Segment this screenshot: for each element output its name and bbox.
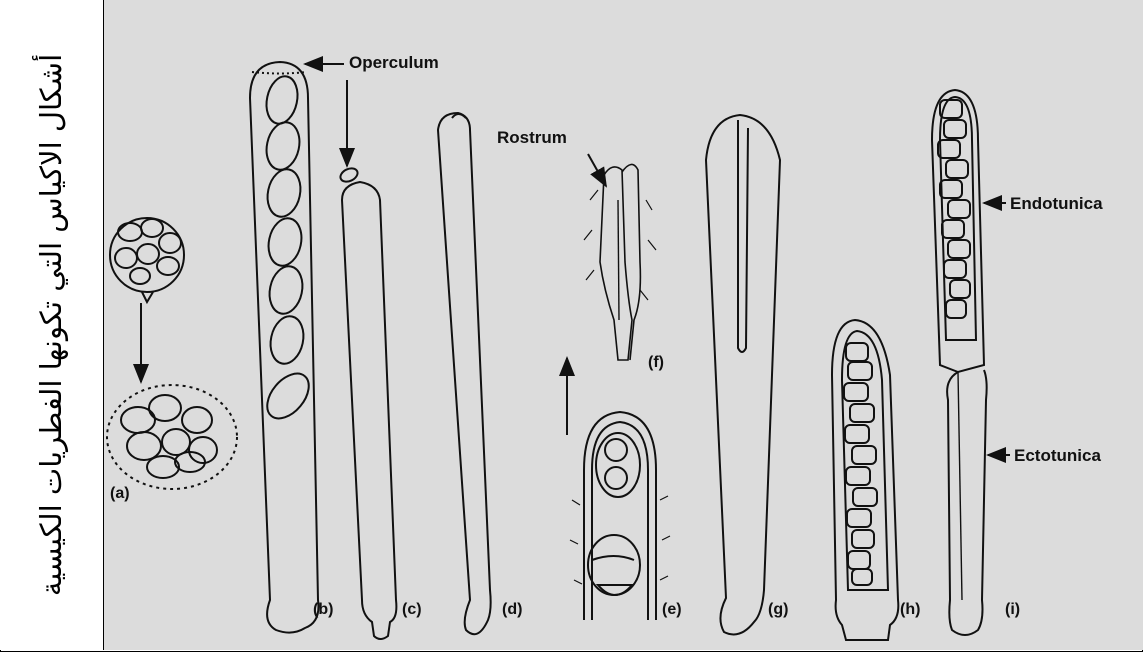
rostrum-label: Rostrum (497, 128, 567, 147)
panel-label-e: (e) (662, 601, 682, 618)
ascus-e-drawing (570, 412, 670, 620)
asci-diagram: Operculum Rostrum Endotunica Ectotunica … (104, 0, 1143, 650)
ascus-b-drawing (250, 62, 344, 633)
operculum-label: Operculum (349, 53, 439, 72)
panel-label-h: (h) (900, 601, 920, 618)
panel-label-i: (i) (1005, 601, 1020, 618)
ectotunica-label: Ectotunica (1014, 446, 1101, 465)
panel-label-c: (c) (402, 601, 422, 618)
ascus-i-drawing (932, 90, 1010, 635)
panel-label-b: (b) (313, 601, 333, 618)
panel-label-a: (a) (110, 485, 130, 502)
ascus-a-drawing (107, 218, 237, 489)
endotunica-label: Endotunica (1010, 194, 1103, 213)
ascus-g-drawing (706, 115, 780, 634)
ascus-h-drawing (832, 320, 898, 640)
panel-label-d: (d) (502, 601, 522, 618)
asci-figure: Operculum Rostrum Endotunica Ectotunica … (104, 0, 1143, 650)
ascus-f-drawing (567, 154, 656, 435)
side-title-panel: أشكال الاكياس التي تكونها الفطريات الكيس… (0, 0, 104, 650)
ascus-d-drawing (438, 113, 491, 634)
side-title: أشكال الاكياس التي تكونها الفطريات الكيس… (34, 54, 68, 596)
panel-label-f: (f) (648, 354, 664, 371)
panel-label-g: (g) (768, 601, 788, 618)
ascus-c-drawing (338, 80, 396, 639)
